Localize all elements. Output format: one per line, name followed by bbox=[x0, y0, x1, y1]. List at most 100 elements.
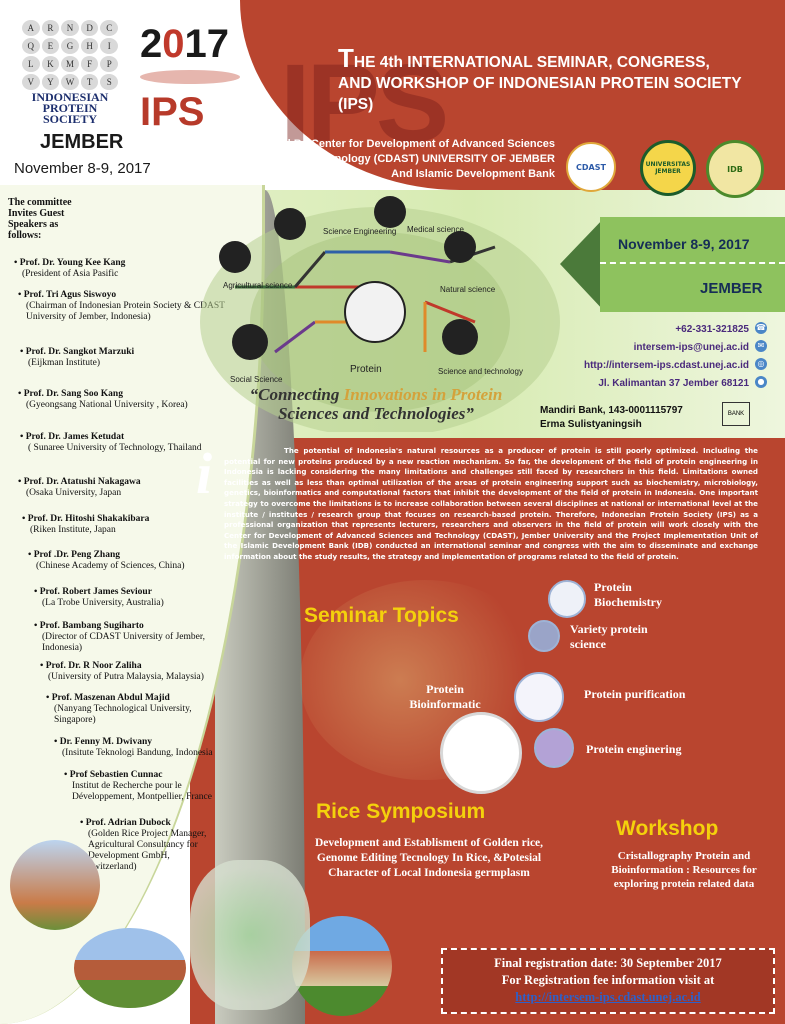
logo-letter: M bbox=[61, 56, 79, 72]
city-label: JEMBER bbox=[40, 131, 124, 153]
logo-letter: Q bbox=[22, 38, 40, 54]
speaker-name: • Prof. Dr. James Ketudat bbox=[20, 432, 125, 442]
logo-title-line: SOCIETY bbox=[42, 112, 98, 126]
topic-protein-engineering: Protein enginering bbox=[586, 742, 682, 756]
website-link[interactable]: http://intersem-ips.cdast.unej.ac.id bbox=[583, 360, 749, 371]
speaker-affiliation: (President of Asia Pasific bbox=[22, 269, 119, 279]
speaker-list: The committee Invites Guest Speakers as … bbox=[8, 197, 258, 872]
monument-photo bbox=[10, 840, 100, 930]
topic-protein-purification: Protein purification bbox=[584, 687, 686, 701]
email-link[interactable]: intersem-ips@unej.ac.id bbox=[633, 342, 749, 353]
swoosh-decoration bbox=[140, 70, 240, 84]
speaker-name: • Prof Sebastien Cunnac bbox=[64, 770, 163, 780]
speaker-affiliation: (Osaka University, Japan bbox=[26, 488, 122, 498]
location-pin-icon: ● bbox=[755, 376, 767, 388]
registration-deadline: Final registration date: 30 September 20… bbox=[494, 956, 722, 970]
logo-letter: N bbox=[61, 20, 79, 36]
logo-letter: R bbox=[41, 20, 60, 36]
speaker-name: • Prof. Dr. Hitoshi Shakakibara bbox=[22, 514, 150, 524]
speaker-name: • Prof. Bambang Sugiharto bbox=[34, 621, 144, 631]
speaker-affiliation: ( Sunaree University of Technology, Thai… bbox=[28, 443, 202, 453]
speaker-name: • Prof. Tri Agus Siswoyo bbox=[18, 290, 117, 300]
logo-letter: L bbox=[22, 56, 40, 72]
logo-title-line: INDONESIAN bbox=[31, 90, 109, 104]
registration-info: For Registration fee information visit a… bbox=[501, 973, 715, 987]
title-line: (IPS) bbox=[338, 96, 374, 113]
topic-protein-bioinformatic: Protein Bioinformatic bbox=[409, 682, 481, 711]
protein-structure-icon bbox=[344, 281, 406, 343]
event-date: November 8-9, 2017 bbox=[618, 236, 750, 252]
workshop-title: Workshop bbox=[616, 817, 719, 840]
speaker-affiliation: (Director of CDAST University of Jember,… bbox=[42, 632, 206, 653]
gear-dna-icon bbox=[274, 208, 306, 240]
logo-letter: F bbox=[80, 56, 99, 72]
registration-link[interactable]: http://intersem-ips.cdast.unej.ac.id bbox=[515, 990, 701, 1004]
event-info-box bbox=[600, 217, 785, 312]
speaker-affiliation: (La Trobe University, Australia) bbox=[42, 598, 164, 608]
logo-letter: T bbox=[80, 74, 99, 90]
speaker-affiliation: (Nanyang Technological University, Singa… bbox=[54, 704, 192, 725]
seminar-topics-title: Seminar Topics bbox=[304, 604, 459, 627]
logo-letter: V bbox=[22, 74, 40, 90]
speaker-name: • Prof. Dr. R Noor Zaliha bbox=[40, 661, 142, 671]
plant-icon bbox=[219, 241, 251, 273]
speaker-item: • Prof. Dr. Young Kee Kang(President of … bbox=[14, 258, 243, 280]
variety-protein-icon bbox=[528, 620, 560, 652]
date-label: November 8-9, 2017 bbox=[14, 160, 151, 177]
title-line: AND WORKSHOP OF INDONESIAN PROTEIN SOCIE… bbox=[338, 75, 742, 92]
speaker-name: • Prof. Dr. Sang Soo Kang bbox=[18, 389, 123, 399]
campus-building-photo bbox=[74, 928, 186, 1008]
cdast-logo: CDAST bbox=[566, 142, 616, 192]
logo-title-line: PROTEIN bbox=[42, 101, 98, 115]
event-city: JEMBER bbox=[700, 280, 763, 297]
logo-letter: S bbox=[100, 74, 118, 90]
logo-title: INDONESIAN PROTEIN SOCIETY bbox=[22, 90, 118, 126]
registration-box: Final registration date: 30 September 20… bbox=[441, 948, 775, 1014]
speaker-item: • Prof .Dr. Peng Zhang(Chinese Academy o… bbox=[28, 550, 229, 572]
logo-letter: G bbox=[61, 38, 79, 54]
speaker-item: • Prof. Dr. Hitoshi Shakakibara(Riken In… bbox=[22, 514, 231, 536]
label-natural: Natural science bbox=[440, 285, 496, 294]
rice-symposium-title: Rice Symposium bbox=[316, 800, 486, 823]
address-text: Jl. Kalimantan 37 Jember 68121 bbox=[598, 378, 749, 389]
speaker-affiliation: (Eijkman Institute) bbox=[28, 358, 101, 368]
divider bbox=[600, 262, 785, 264]
speaker-name: • Prof. Dr. Atatushi Nakagawa bbox=[18, 477, 141, 487]
logo-letter: I bbox=[100, 38, 118, 54]
label-medical: Medical science bbox=[407, 225, 464, 234]
speaker-item: • Prof. Dr. R Noor Zaliha(University of … bbox=[40, 661, 223, 683]
speaker-affiliation: Institut de Recherche pour le Développem… bbox=[72, 781, 212, 802]
science-diagram: Agricultural science Science Engineering… bbox=[200, 196, 560, 432]
speaker-item: • Prof. Adrian Dubock(Golden Rice Projec… bbox=[80, 818, 215, 873]
tagline: “Connecting Innovations in Protein Scien… bbox=[249, 385, 503, 423]
event-title: THE 4th INTERNATIONAL SEMINAR, CONGRESS,… bbox=[338, 45, 758, 115]
university-jember-logo: UNIVERSITAS JEMBER bbox=[640, 140, 696, 196]
logo-letter: D bbox=[80, 20, 99, 36]
phone-icon: ☎ bbox=[755, 322, 767, 334]
committee-intro: The committee Invites Guest Speakers as … bbox=[8, 197, 72, 241]
arrow-decoration bbox=[560, 217, 605, 312]
speaker-item: • Prof. Dr. Sangkot Marzuki(Eijkman Inst… bbox=[20, 347, 239, 369]
speaker-item: • Dr. Fenny M. Dwivany(Insitute Teknolog… bbox=[54, 737, 219, 759]
protein-ribbon-illustration bbox=[190, 860, 310, 1010]
topic-protein-biochemistry: Protein Biochemistry bbox=[594, 580, 662, 609]
protein-engineering-icon bbox=[534, 728, 574, 768]
speaker-affiliation: (Chairman of Indonesian Protein Society … bbox=[26, 301, 225, 322]
atom-icon bbox=[442, 319, 478, 355]
speaker-name: • Dr. Fenny M. Dwivany bbox=[54, 737, 152, 747]
ips-wordmark: IPS bbox=[140, 90, 205, 134]
speaker-name: • Prof. Maszenan Abdul Majid bbox=[46, 693, 170, 703]
speaker-item: • Prof. Dr. Atatushi Nakagawa(Osaka Univ… bbox=[18, 477, 233, 499]
speaker-name: • Prof. Robert James Seviour bbox=[34, 587, 152, 597]
label-social: Social Science bbox=[230, 375, 283, 384]
logo-letter: H bbox=[80, 38, 99, 54]
bank-icon: BANK bbox=[722, 402, 750, 426]
speaker-item: • Prof. Tri Agus Siswoyo(Chairman of Ind… bbox=[18, 290, 241, 323]
protein-biochemistry-icon bbox=[548, 580, 586, 618]
logo-letter: A bbox=[22, 20, 40, 36]
protein-purification-icon bbox=[514, 672, 564, 722]
rice-symposium-desc: Development and Establisment of Golden r… bbox=[314, 837, 544, 879]
speaker-item: • Prof. Dr. Sang Soo Kang(Gyeongsang Nat… bbox=[18, 389, 237, 411]
speaker-affiliation: (Chinese Academy of Sciences, China) bbox=[36, 561, 185, 571]
